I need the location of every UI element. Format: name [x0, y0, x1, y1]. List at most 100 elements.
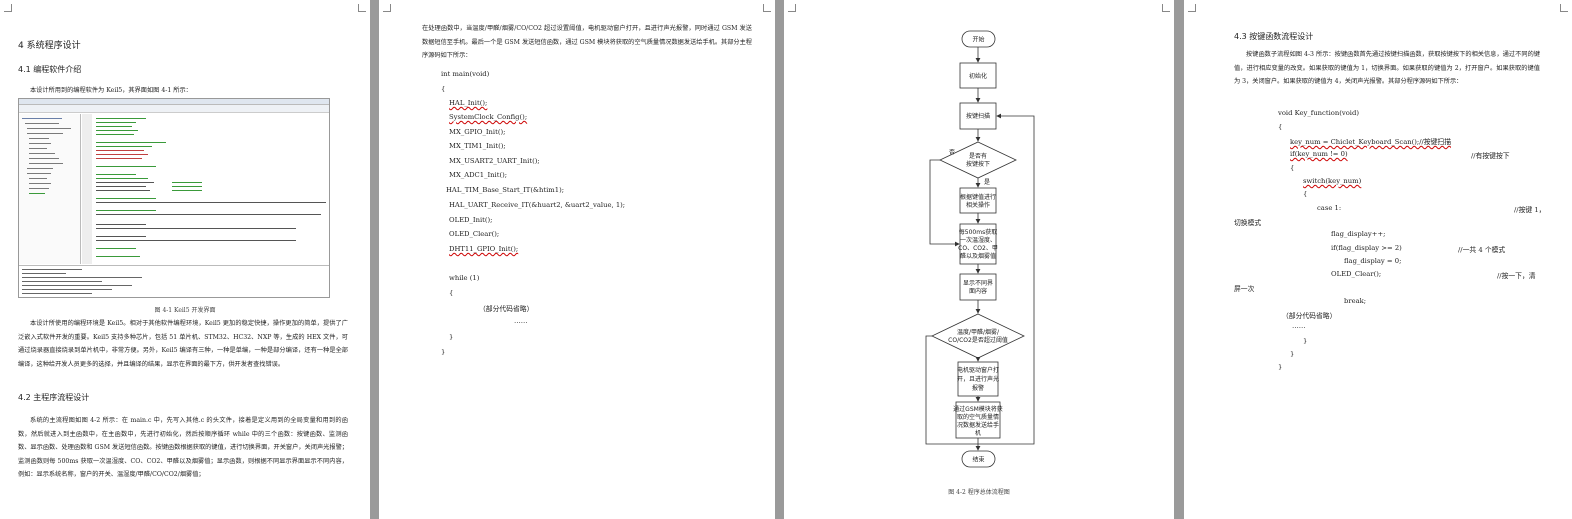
code-line: flag_display++; — [1331, 230, 1386, 238]
page-corner-mark — [1188, 4, 1196, 12]
flow-display-line: 面内容 — [969, 287, 987, 295]
code-comment-wrap: 屏一次 — [1234, 285, 1255, 293]
code-line: key_num = Chiclet_Keyboard_Scan();//按键扫描 — [1290, 138, 1451, 146]
flow-display-node — [959, 273, 997, 301]
code-line: break; — [1344, 297, 1367, 305]
code-line: { — [1303, 190, 1308, 198]
page-corner-mark — [788, 4, 796, 12]
code-line: （部分代码省略） — [479, 305, 534, 313]
page-corner-mark — [1162, 4, 1170, 12]
ide-toolbar — [19, 105, 329, 113]
code-line: HAL_TIM_Base_Start_IT(&htim1); — [446, 186, 565, 194]
code-line: MX_TIM1_Init(); — [449, 142, 506, 150]
intro-paragraph: 本设计所用到的编程软件为 Keil5，其界面如图 4-1 所示： — [30, 87, 192, 94]
flow-end-node — [961, 450, 996, 468]
flow-monitor-line: 每500ms获取 — [959, 228, 997, 236]
keil-paragraph: 本设计所使用的编程环境是 Keil5。相对于其他软件编程环境，Keil5 更加的… — [18, 320, 348, 368]
section-heading-4-1: 4.1 编程软件介绍 — [18, 65, 82, 74]
flow-monitor-line: 一次温湿度、 — [960, 236, 996, 244]
code-line: HAL_Init(); — [449, 99, 488, 107]
flow-decision1-line: 按键按下 — [966, 160, 990, 168]
code-line: …… — [514, 317, 528, 325]
code-line: int main(void) — [441, 70, 490, 78]
code-line: } — [449, 333, 454, 341]
processing-paragraph: 在处理函数中，当温度/甲醛/烟雾/CO/CO2 超过设置阈值，电机驱动窗户打开，… — [422, 25, 752, 59]
code-line: void Key_function(void) — [1278, 109, 1359, 117]
code-line: HAL_UART_Receive_IT(&huart2, &uart2_valu… — [449, 201, 626, 209]
figure-4-1-caption: 图 4-1 Keil5 开发界面 — [154, 307, 216, 314]
program-flowchart: 开始 初始化 按键扫描 是否有 按键按下 否 是 根据键值进行 相关操作 每50… — [925, 30, 1035, 468]
document-page-1: 4 系统程序设计 4.1 编程软件介绍 本设计所用到的编程软件为 Keil5，其… — [0, 0, 370, 519]
code-comment: //有按键按下 — [1471, 152, 1510, 160]
code-line: …… — [1292, 322, 1306, 330]
document-page-3: 开始 初始化 按键扫描 是否有 按键按下 否 是 根据键值进行 相关操作 每50… — [784, 0, 1174, 519]
chapter-heading: 4 系统程序设计 — [18, 41, 81, 51]
flow-gsm-line: 取的空气质量情 — [957, 413, 999, 421]
code-line: flag_display = 0; — [1344, 257, 1402, 265]
flow-monitor-line: CO、CO2、甲 — [958, 245, 998, 252]
page-corner-mark — [4, 4, 12, 12]
flow-keyop-line: 相关操作 — [966, 201, 990, 209]
flow-alarm-line: 电机驱动窗户打 — [957, 366, 999, 374]
code-line: } — [441, 348, 446, 356]
ide-project-tree — [19, 114, 81, 264]
code-line: while (1) — [449, 274, 480, 282]
flow-alarm-line: 开，且进行声光 — [957, 375, 999, 383]
code-line: MX_GPIO_Init(); — [449, 128, 506, 136]
flow-monitor-line: 醛以及烟雾值 — [960, 252, 996, 260]
code-line: MX_USART2_UART_Init(); — [449, 157, 540, 165]
code-line: （部分代码省略） — [1282, 312, 1337, 320]
code-line: if(key_num != 0) — [1290, 150, 1348, 158]
code-comment: //按一下，清 — [1497, 272, 1536, 280]
code-line: } — [1278, 363, 1283, 371]
code-line: } — [1290, 350, 1295, 358]
flow-display-line: 显示不同界 — [963, 280, 993, 287]
page-corner-mark — [763, 4, 771, 12]
code-line: { — [441, 85, 446, 93]
flow-decision-key — [939, 141, 1017, 179]
flow-gsm-line: 通过GSM模块将获 — [953, 405, 1003, 413]
code-line: case 1: — [1317, 204, 1342, 212]
section-heading-4-2: 4.2 主程序流程设计 — [18, 393, 90, 402]
flow-decision-threshold — [931, 313, 1025, 359]
flow-alarm-line: 报警 — [972, 384, 984, 392]
flow-start-node — [961, 30, 996, 48]
code-line: { — [1290, 164, 1295, 172]
code-line: if(flag_display >= 2) — [1331, 244, 1402, 252]
flow-no-label: 否 — [949, 149, 955, 156]
key-function-paragraph: 按键函数子流程如图 4-3 所示：按键函数首先通过按键扫描函数，获取按键按下的相… — [1234, 51, 1540, 85]
flow-gsm-line: 机 — [975, 429, 981, 437]
code-line: SystemClock_Config(); — [449, 113, 528, 121]
figure-4-2-caption: 图 4-2 程序总体流程图 — [948, 489, 1010, 496]
flow-decision2-line: 温度/甲醛/烟雾/ — [957, 328, 1000, 336]
document-page-2: 在处理函数中，当温度/甲醛/烟雾/CO/CO2 超过设置阈值，电机驱动窗户打开，… — [379, 0, 775, 519]
code-comment: //按键 1， — [1514, 206, 1546, 214]
flow-yes-label: 是 — [984, 179, 990, 186]
ide-code-editor — [82, 114, 329, 264]
flow-init-label: 初始化 — [969, 72, 987, 80]
keil-screenshot-figure — [18, 98, 330, 298]
page-corner-mark — [383, 4, 391, 12]
code-line: OLED_Clear(); — [449, 230, 500, 238]
code-line: switch(key_num) — [1303, 177, 1362, 185]
ide-build-output — [19, 265, 329, 297]
code-line: MX_ADC1_Init(); — [449, 171, 508, 179]
flow-decision1-line: 是否有 — [969, 152, 987, 160]
code-line: { — [1278, 123, 1283, 131]
document-page-4: 4.3 按键函数流程设计 按键函数子流程如图 4-3 所示：按键函数首先通过按键… — [1184, 0, 1572, 519]
flow-end-label: 结束 — [972, 456, 984, 464]
flow-start-label: 开始 — [972, 36, 984, 44]
flow-keyop-line: 根据键值进行 — [960, 193, 996, 201]
code-comment: //一共 4 个模式 — [1458, 246, 1506, 254]
code-line: { — [449, 289, 454, 297]
code-line: } — [1303, 337, 1308, 345]
flow-gsm-line: 况数据发送给手 — [957, 421, 999, 429]
section-heading-4-3: 4.3 按键函数流程设计 — [1234, 32, 1314, 41]
flow-scan-label: 按键扫描 — [966, 112, 990, 120]
page-corner-mark — [1560, 4, 1568, 12]
page-corner-mark — [358, 4, 366, 12]
code-comment-wrap: 切换模式 — [1234, 219, 1262, 227]
code-line: OLED_Init(); — [449, 216, 493, 224]
ide-menubar — [19, 99, 329, 105]
code-line: DHT11_GPIO_Init(); — [449, 245, 519, 253]
